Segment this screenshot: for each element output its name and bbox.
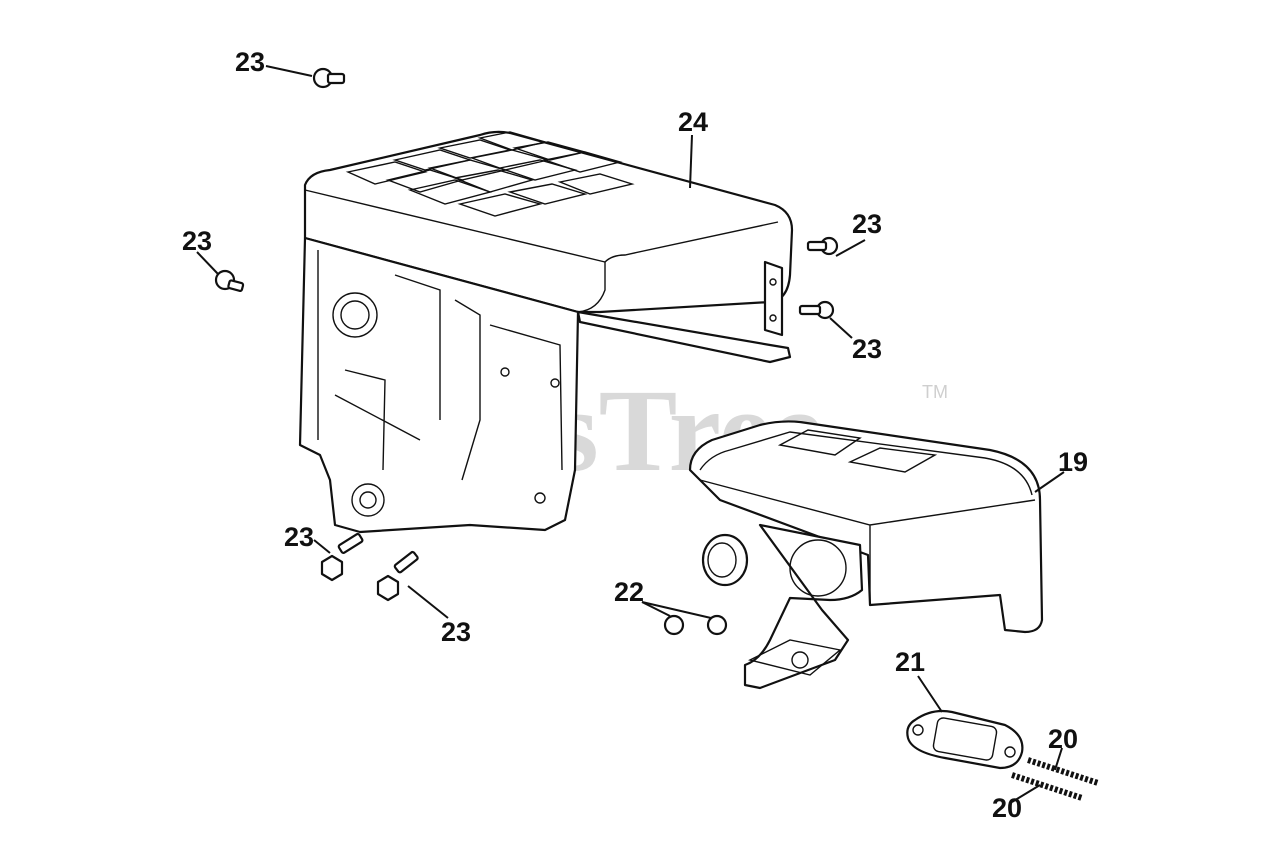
shroud-cover-part [298, 130, 794, 534]
nut-part-2 [706, 614, 728, 636]
watermark-trademark: TM [922, 382, 948, 402]
callout-21: 21 [895, 647, 925, 677]
callout-23: 23 [182, 226, 212, 256]
callout-23: 23 [284, 522, 314, 552]
callout-24: 24 [678, 107, 708, 137]
bolt-part-5 [320, 532, 364, 582]
callout-23: 23 [852, 334, 882, 364]
callout-20: 20 [992, 793, 1022, 823]
bolt-part-2 [214, 269, 245, 293]
bolt-part-4 [798, 300, 835, 320]
callout-20: 20 [1048, 724, 1078, 754]
bolt-part-3 [806, 236, 839, 256]
leader-lines [196, 65, 1065, 803]
nut-part-1 [663, 614, 685, 636]
gasket-part [906, 709, 1024, 770]
callout-23: 23 [441, 617, 471, 647]
callout-22: 22 [614, 577, 644, 607]
bolt-part-6 [376, 550, 419, 602]
callout-19: 19 [1058, 447, 1088, 477]
callout-23: 23 [852, 209, 882, 239]
bolt-part-1 [312, 67, 346, 89]
callout-23: 23 [235, 47, 265, 77]
air-filter-housing-part [688, 420, 1044, 690]
stud-part-1 [1027, 757, 1099, 786]
stud-part-2 [1011, 772, 1083, 801]
